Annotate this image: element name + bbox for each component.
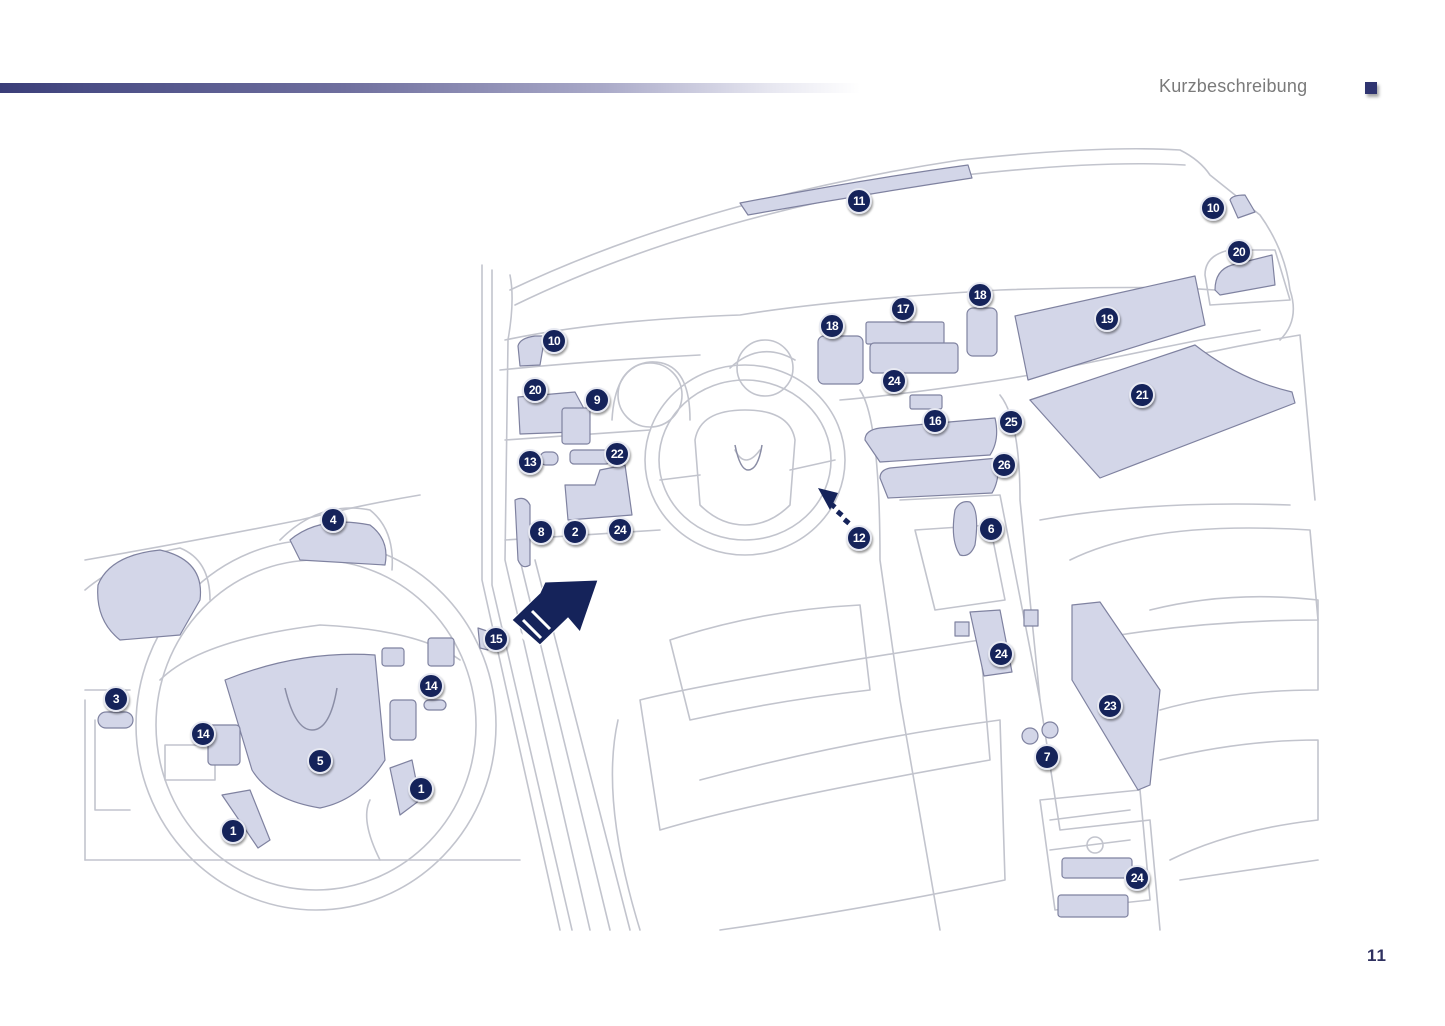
- direction-arrow-dotted: [818, 488, 851, 526]
- callout-24: 24: [607, 517, 633, 543]
- side-vent-right: [1229, 194, 1256, 219]
- armrest-left-tab: [954, 621, 970, 637]
- callout-20: 20: [1226, 239, 1252, 265]
- callout-9: 9: [584, 387, 610, 413]
- callout-3: 3: [103, 686, 129, 712]
- instrument-cluster-outline: [611, 339, 796, 428]
- callout-20: 20: [522, 377, 548, 403]
- inset-stalk: [97, 711, 134, 729]
- side-vent-passenger: [1214, 254, 1276, 296]
- inset-wheel-logo: [284, 687, 338, 731]
- rear-socket-a: [1021, 727, 1039, 745]
- centre-vent-left: [817, 335, 864, 385]
- callout-14: 14: [190, 721, 216, 747]
- callout-2: 2: [562, 519, 588, 545]
- inset-paddle-left: [221, 789, 271, 849]
- section-title: Kurzbeschreibung: [1159, 76, 1308, 96]
- rear-storage-upper: [1061, 857, 1133, 879]
- inset-upper-paddle-right: [427, 637, 455, 667]
- header-gradient-bar: [0, 83, 860, 93]
- audio-panel: [864, 417, 998, 463]
- rear-socket-b: [1041, 721, 1059, 739]
- callout-11: 11: [846, 188, 872, 214]
- centre-vent-right: [966, 307, 998, 357]
- callout-10: 10: [541, 328, 567, 354]
- callout-1: 1: [220, 818, 246, 844]
- callout-16: 16: [922, 408, 948, 434]
- rear-seat-outline: [1039, 503, 1319, 881]
- callout-23: 23: [1097, 693, 1123, 719]
- callout-12: 12: [846, 525, 872, 551]
- steering-wheel-outline: [644, 364, 846, 556]
- gear-selector: [952, 501, 978, 557]
- callout-24: 24: [988, 641, 1014, 667]
- light-switch-panel: [561, 407, 591, 445]
- glovebox: [1029, 344, 1296, 479]
- hazard-switch: [909, 394, 943, 410]
- callout-24: 24: [881, 368, 907, 394]
- callout-25: 25: [998, 409, 1024, 435]
- inset-speedometer: [289, 521, 387, 566]
- centre-display: [865, 321, 945, 345]
- side-vent-left: [517, 335, 546, 367]
- callout-7: 7: [1034, 744, 1060, 770]
- inset-switch-right: [389, 699, 417, 741]
- armrest-right-tab: [1023, 609, 1039, 627]
- direction-arrow-large: [511, 579, 599, 648]
- fuse-box-cover: [564, 464, 633, 521]
- callout-15: 15: [483, 626, 509, 652]
- page-number: 11: [1367, 946, 1387, 965]
- rear-storage-lower: [1057, 894, 1129, 918]
- callout-14: 14: [418, 673, 444, 699]
- callout-5: 5: [307, 748, 333, 774]
- callout-8: 8: [528, 519, 554, 545]
- callout-6: 6: [978, 516, 1004, 542]
- inset-airbag: [224, 653, 386, 809]
- section-marker-square: [1365, 82, 1377, 94]
- front-seat-outline: [611, 604, 1006, 931]
- callout-18: 18: [967, 282, 993, 308]
- inset-small-button: [423, 699, 447, 711]
- callout-18: 18: [819, 313, 845, 339]
- callout-26: 26: [991, 452, 1017, 478]
- callout-13: 13: [517, 449, 543, 475]
- callout-4: 4: [320, 507, 346, 533]
- inset-upper-paddle-left: [381, 647, 405, 667]
- callout-1: 1: [408, 776, 434, 802]
- callout-21: 21: [1129, 382, 1155, 408]
- callout-17: 17: [890, 296, 916, 322]
- centre-storage: [869, 342, 959, 374]
- callout-10: 10: [1200, 195, 1226, 221]
- climate-panel: [879, 457, 999, 499]
- bonnet-release: [514, 497, 531, 568]
- inset-tachometer: [97, 549, 202, 641]
- callout-24: 24: [1124, 865, 1150, 891]
- wheel-logo: [734, 444, 763, 471]
- callout-19: 19: [1094, 306, 1120, 332]
- callout-22: 22: [604, 441, 630, 467]
